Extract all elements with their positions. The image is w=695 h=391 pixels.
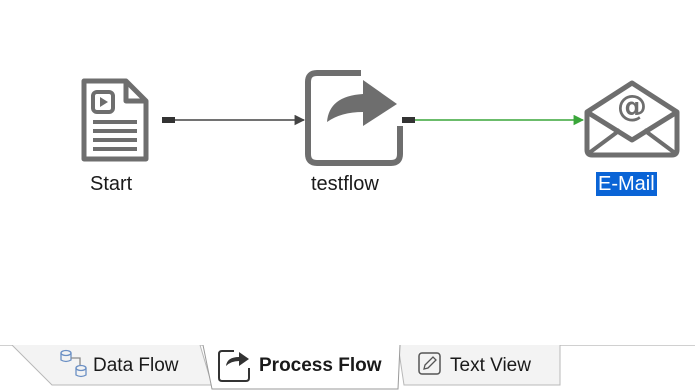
tab-data-flow[interactable]: Data Flow (93, 355, 179, 376)
connector-testflow-email[interactable] (402, 114, 585, 126)
document-play-icon (81, 78, 149, 162)
pencil-icon (418, 352, 441, 375)
process-flow-icon (305, 70, 403, 166)
testflow-node[interactable] (305, 70, 403, 166)
tab-process-flow[interactable]: Process Flow (259, 355, 382, 376)
data-flow-icon (60, 349, 87, 378)
output-port-start[interactable] (162, 117, 175, 123)
output-port-testflow[interactable] (402, 117, 415, 123)
flow-canvas[interactable]: Start testflow @ E-Mail (0, 0, 695, 345)
start-node[interactable] (80, 78, 150, 162)
testflow-node-label[interactable]: testflow (311, 173, 379, 195)
process-flow-tab-icon (218, 350, 250, 382)
connector-start-testflow[interactable] (162, 114, 306, 126)
tab-process-flow-shape[interactable] (202, 345, 401, 390)
email-node[interactable]: @ (584, 80, 680, 158)
connectors-layer (162, 114, 585, 126)
svg-text:@: @ (617, 89, 647, 124)
tab-text-view-shape[interactable] (397, 345, 561, 386)
tab-text-view[interactable]: Text View (450, 355, 531, 376)
tab-shapes (0, 345, 695, 390)
email-icon: @ (584, 80, 680, 158)
email-node-label[interactable]: E-Mail (596, 172, 657, 196)
start-node-label[interactable]: Start (90, 173, 133, 195)
